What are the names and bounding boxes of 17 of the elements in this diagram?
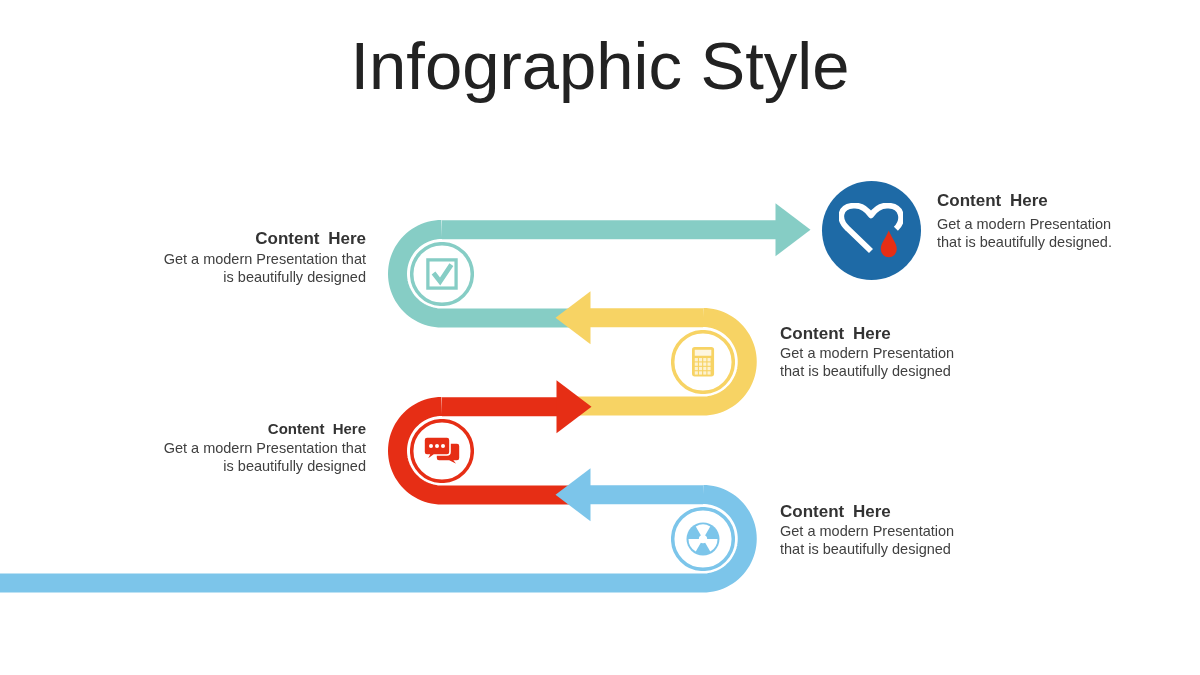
arrow [442, 380, 592, 434]
step-circle [822, 181, 921, 280]
u-turn-ribbon [0, 485, 757, 593]
arrow [555, 468, 703, 522]
step-heading: Content Here [937, 191, 1049, 211]
step-heading: Content Here [780, 324, 892, 344]
step-description: Get a modern Presentation that is beautifully designed [162, 250, 366, 286]
step-heading: Content Here [780, 502, 892, 522]
step-description: Get a modern Presentation that is beautifully designed [780, 522, 956, 558]
arrow [442, 203, 811, 257]
step-description: Get a modern Presentation that is beautifully designed [780, 344, 956, 380]
arrow [555, 291, 703, 345]
step-heading: Content Here [254, 229, 366, 249]
step-heading: Content Here [266, 419, 366, 439]
title: Infographic Style [349, 27, 851, 105]
step-description: Get a modern Presentation that is beautifully designed. [937, 215, 1113, 251]
step-description: Get a modern Presentation that is beautifully designed [162, 439, 366, 475]
